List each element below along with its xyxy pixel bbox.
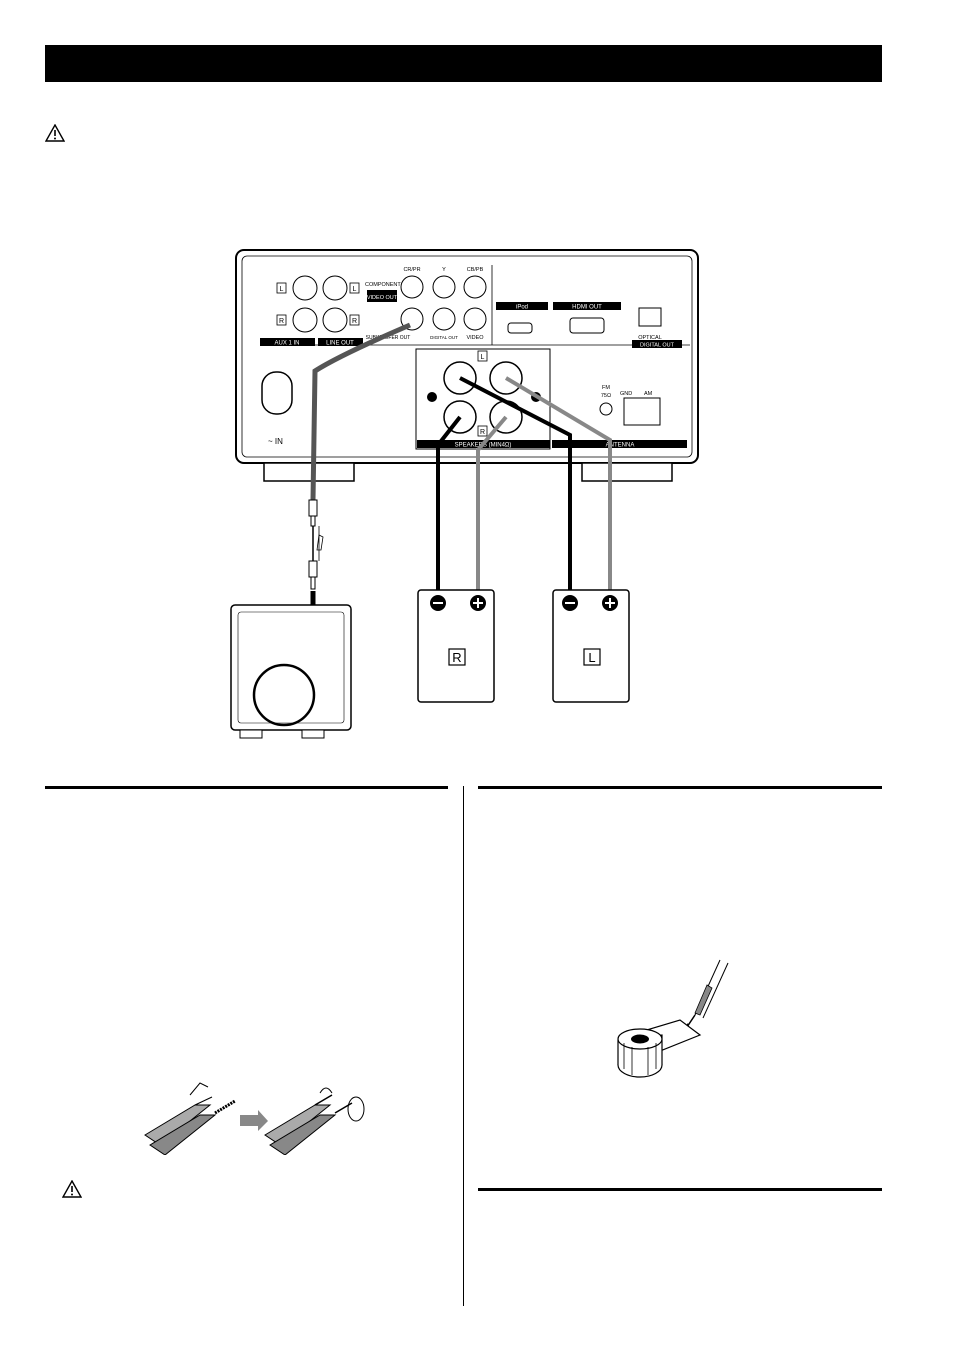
component-label: COMPONENT <box>365 282 401 288</box>
digital-out-label: DIGITAL OUT <box>640 343 675 349</box>
cb-pb-label: CB/PB <box>467 267 484 273</box>
column-divider <box>463 786 464 1306</box>
optical-label: OPTICAL <box>638 335 662 341</box>
section-title-bar <box>45 45 882 82</box>
section-rule-right-top <box>478 786 882 789</box>
aux1-in-label: AUX 1 IN <box>274 341 299 347</box>
warning-icon <box>62 1180 82 1198</box>
antenna-label: ANTENNA <box>606 443 635 449</box>
video-out-label: VIDEO OUT <box>367 295 398 301</box>
subwoofer-illustration <box>230 604 352 739</box>
warning-icon <box>45 124 65 142</box>
y-label: Y <box>442 267 446 273</box>
gnd-label: GND <box>620 391 632 397</box>
speaker-r-label: R <box>452 650 461 665</box>
section-rule-right-bottom <box>478 1188 882 1191</box>
speaker-term-l-label: L <box>481 354 485 361</box>
wire-stripping-illustration <box>144 1082 365 1155</box>
lineout-r-label: R <box>352 318 357 325</box>
video-label: VIDEO <box>466 335 484 341</box>
speaker-term-r-label: R <box>480 429 485 436</box>
fm-ohm-label: 75Ω <box>601 393 611 399</box>
speaker-l-illustration: L <box>552 589 630 703</box>
speaker-r-illustration: R <box>417 589 495 703</box>
ac-in-label: ~ IN <box>268 437 283 446</box>
ipod-label: iPod <box>516 305 528 311</box>
fm-label: FM <box>602 385 610 391</box>
aux-l-label: L <box>280 286 284 293</box>
line-out-label: LINE OUT <box>326 341 354 347</box>
hdmi-out-label: HDMI OUT <box>572 305 602 311</box>
lineout-l-label: L <box>353 286 357 293</box>
section-rule-left <box>45 786 448 789</box>
speaker-l-label: L <box>588 650 595 665</box>
receiver-rear-panel: L R L R AUX 1 IN LINE OUT COMPONENT CR/P… <box>235 249 699 482</box>
digital-out-small-label: DIGITAL OUT <box>430 335 458 340</box>
connection-diagram: L R L R AUX 1 IN LINE OUT COMPONENT CR/P… <box>230 249 699 739</box>
cr-pr-label: CR/PR <box>403 267 420 273</box>
am-label: AM <box>644 391 653 397</box>
subwoofer-out-label: SUBWOOFER OUT <box>366 335 411 341</box>
speaker-terminal-illustration <box>617 959 729 1078</box>
aux-r-label: R <box>279 318 284 325</box>
